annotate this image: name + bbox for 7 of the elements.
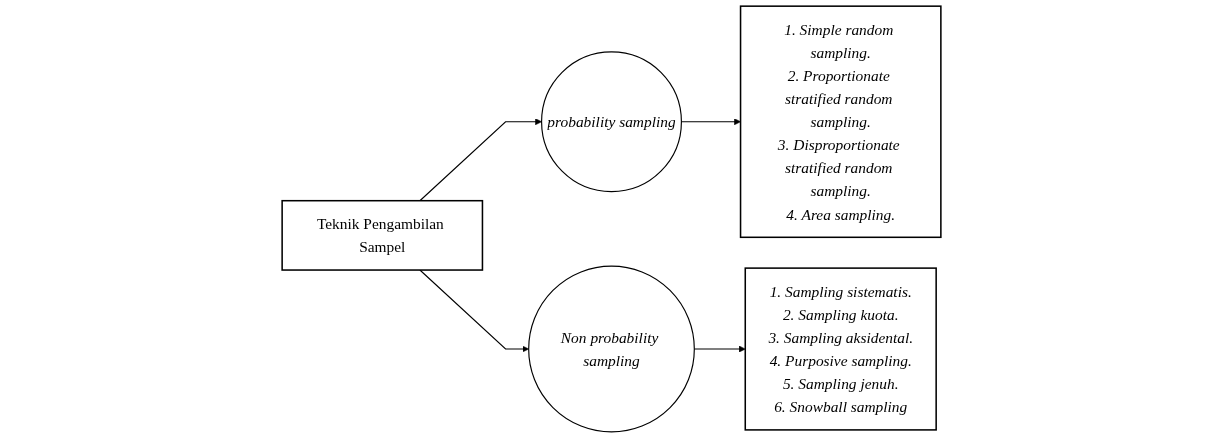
node-box: Teknik Pengambilan Sampel	[281, 199, 484, 271]
arrow	[419, 118, 542, 202]
node-circle: probability sampling	[541, 51, 682, 193]
node-box: 1. Sampling sistematis. 2. Sampling kuota. 3. Sampling aksidental. 4. Purposive sampling. 5. Sampling jenuh. 6. Snowball sampling	[744, 267, 937, 431]
node-circle: Non probability sampling	[528, 265, 695, 433]
arrow	[419, 269, 529, 353]
node-box: 1. Simple random sampling. 2. Proportionate stratified random sampling. 3. Disproportionate stratified random sampling. 4. Area sampling.	[739, 5, 942, 239]
